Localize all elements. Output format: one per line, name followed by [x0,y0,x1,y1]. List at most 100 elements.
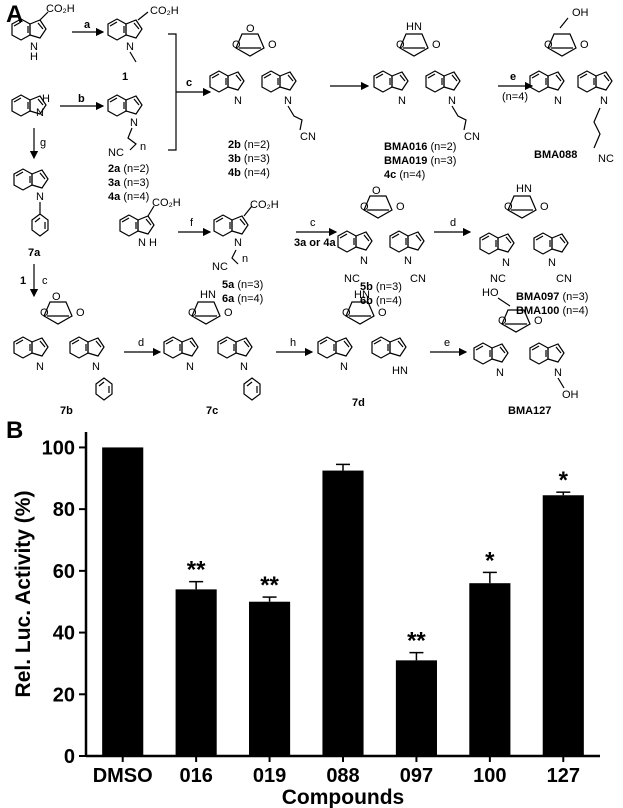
svg-text:NC: NC [344,273,360,285]
svg-text:N: N [448,95,456,107]
svg-text:O: O [40,307,49,319]
y-axis-title: Rel. Luc. Activity (%) [12,491,35,698]
compound-labels-2b-4b: 2b (n=2) 3b (n=3) 4b (n=4) [228,139,270,179]
x-tick-label-127: 127 [547,765,580,787]
svg-text:3a (n=3): 3a (n=3) [108,177,149,189]
svg-text:NC: NC [108,147,124,159]
arrow-e-top-cond: (n=4) [502,91,528,103]
svg-text:O: O [342,307,351,319]
svg-text:NC: NC [598,153,614,165]
svg-text:HN: HN [200,289,216,301]
indole-structure: H N [11,93,50,119]
arrow-d-bot-label: d [138,337,144,349]
svg-text:N: N [36,107,44,119]
svg-text:H: H [30,51,38,63]
svg-text:4b (n=4): 4b (n=4) [228,167,270,179]
svg-text:HN: HN [392,365,408,377]
svg-text:HO: HO [482,287,499,299]
significance-127: * [559,467,569,494]
compound-labels-bma097: BMA097 (n=3) BMA100 (n=4) [516,291,588,317]
svg-text:CN: CN [464,131,480,143]
y-tick-label: 0 [64,746,75,768]
bar-088 [322,470,364,756]
arrow-d-mid-label: d [450,217,456,229]
bar-019 [249,601,291,756]
compound-bma016-structure: HN O O N N CN [373,21,480,143]
arrow-e-top-label: e [510,71,516,83]
svg-text:BMA097 (n=3): BMA097 (n=3) [516,291,588,303]
svg-text:O: O [498,315,507,327]
panel-label-b: B [6,418,23,444]
bar-DMSO [102,447,144,756]
svg-text:N: N [36,361,44,373]
svg-text:O: O [504,201,513,213]
compound-7d-structure: HN O O N HN [317,289,408,377]
svg-text:O: O [224,307,233,319]
svg-text:3b (n=3): 3b (n=3) [228,153,270,165]
svg-text:N: N [36,191,44,203]
significance-019: ** [260,572,279,599]
svg-text:n: n [140,141,146,153]
arrow-b-label: b [78,93,85,105]
compound-7a-label: 7a [28,247,41,259]
arrow-e-bot-label: e [444,337,450,349]
svg-text:HN: HN [406,21,422,33]
compound-1-label: 1 [122,71,128,83]
compound-7b-structure: O O O N N [13,291,113,401]
compound-bma088-structure: OH O O N N NC [529,7,614,165]
svg-text:CO₂H: CO₂H [150,5,179,17]
compound-labels-5a-6a: 5a (n=3) 6a (n=4) [222,279,263,305]
svg-text:N: N [92,361,100,373]
svg-text:CN: CN [410,273,426,285]
svg-text:5a (n=3): 5a (n=3) [222,279,263,291]
svg-text:N: N [398,95,406,107]
svg-text:HN: HN [354,289,370,301]
svg-text:N: N [126,41,134,53]
y-tick-label: 80 [53,499,75,521]
y-tick-label: 60 [53,561,75,583]
svg-text:N: N [340,361,348,373]
svg-text:BMA016 (n=2): BMA016 (n=2) [384,141,456,153]
y-tick-label: 20 [53,684,75,706]
svg-text:N: N [496,367,504,379]
indole-acetic-acid-structure: CO₂H N H [11,3,75,63]
compound-7a-structure: N [13,168,49,237]
svg-text:4c (n=4): 4c (n=4) [384,169,425,181]
compound-7d-label: 7d [352,397,365,409]
svg-text:6a (n=4): 6a (n=4) [222,293,263,305]
significance-016: ** [187,557,206,584]
svg-text:5b (n=3): 5b (n=3) [360,281,402,293]
svg-text:N: N [554,95,562,107]
y-tick-label: 100 [42,437,75,459]
svg-text:HN: HN [516,183,532,195]
compound-5a-6a-structure: CO₂H N NC n [212,199,279,273]
y-tick-label: 40 [53,623,75,645]
svg-text:O: O [360,201,369,213]
svg-text:CO₂H: CO₂H [250,199,279,211]
compound-labels-5b-6b: 5b (n=3) 6b (n=4) [360,281,402,307]
svg-text:O: O [372,185,381,197]
x-tick-label-100: 100 [473,765,506,787]
svg-text:BMA100 (n=4): BMA100 (n=4) [516,305,588,317]
svg-text:O: O [76,307,85,319]
compound-labels-2a-4a: 2a (n=2) 3a (n=3) 4a (n=4) [108,163,149,203]
svg-text:N: N [600,95,608,107]
svg-text:N: N [130,117,138,129]
bar-100 [469,583,511,756]
svg-text:CN: CN [556,273,572,285]
x-tick-label-019: 019 [253,765,286,787]
svg-text:CO₂H: CO₂H [152,197,181,209]
compound-7c-structure: HN O O N N [163,289,261,401]
compound-2a-4a-structure: N NC n [107,94,146,159]
svg-text:O: O [540,201,549,213]
arrow-c-top-label: c [186,77,192,89]
svg-text:O: O [580,39,589,51]
synthesis-scheme: A CO₂H N H a CO₂H N 1 H N b N NC n 2a (n… [6,1,614,417]
svg-text:N: N [234,237,242,249]
arrow-1-c-label: c [42,275,48,287]
svg-text:CO₂H: CO₂H [46,3,75,15]
svg-text:O: O [246,23,255,35]
svg-text:NC: NC [212,261,228,273]
